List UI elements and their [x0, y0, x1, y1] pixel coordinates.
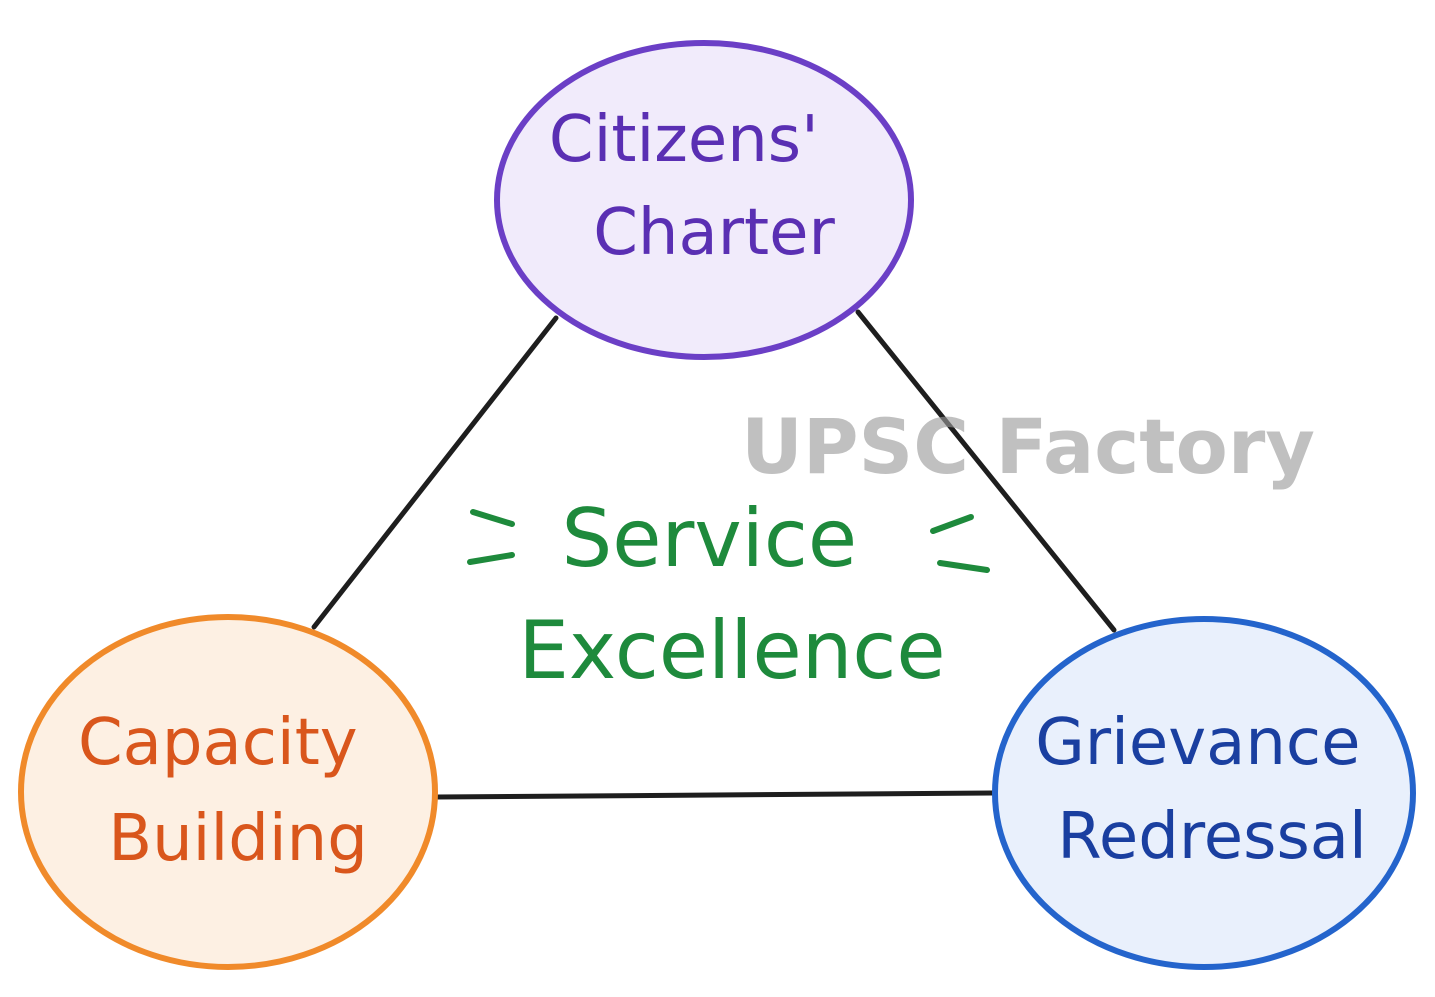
node-capacity-building-label: Capacity Building — [78, 706, 378, 876]
node-citizens-charter-circle — [494, 40, 914, 360]
node-grievance-redressal-line2: Redressal — [1057, 800, 1367, 874]
emphasis-dash — [467, 552, 515, 565]
node-citizens-charter-label: Citizens' Charter — [549, 103, 839, 270]
emphasis-dashes-right — [930, 514, 990, 573]
center-label: Service Excellence — [467, 492, 990, 697]
node-citizens-charter: Citizens' Charter — [494, 40, 914, 360]
connector-lines — [311, 309, 1117, 800]
node-grievance-redressal: Grievance Redressal — [992, 616, 1416, 970]
center-title: Service Excellence — [518, 492, 945, 697]
node-citizens-charter-line2: Charter — [593, 196, 835, 270]
edge-charter-to-capacity — [311, 315, 559, 630]
node-capacity-building-line1: Capacity — [78, 706, 358, 780]
emphasis-dash — [470, 509, 515, 527]
node-capacity-building-line2: Building — [108, 802, 368, 876]
emphasis-dash — [930, 514, 974, 534]
node-capacity-building: Capacity Building — [18, 614, 438, 970]
node-citizens-charter-line1: Citizens' — [549, 103, 819, 177]
node-capacity-building-circle — [18, 614, 438, 970]
edge-capacity-to-grievance — [434, 790, 995, 800]
center-title-line1: Service — [561, 492, 857, 585]
edge-charter-to-grievance — [855, 309, 1117, 633]
watermark: UPSC Factory — [741, 402, 1315, 491]
node-grievance-redressal-circle — [992, 616, 1416, 970]
emphasis-dashes-left — [467, 509, 515, 565]
node-grievance-redressal-label: Grievance Redressal — [1035, 706, 1381, 874]
emphasis-dash — [937, 560, 990, 573]
center-title-line2: Excellence — [518, 604, 945, 697]
node-grievance-redressal-line1: Grievance — [1035, 706, 1360, 780]
